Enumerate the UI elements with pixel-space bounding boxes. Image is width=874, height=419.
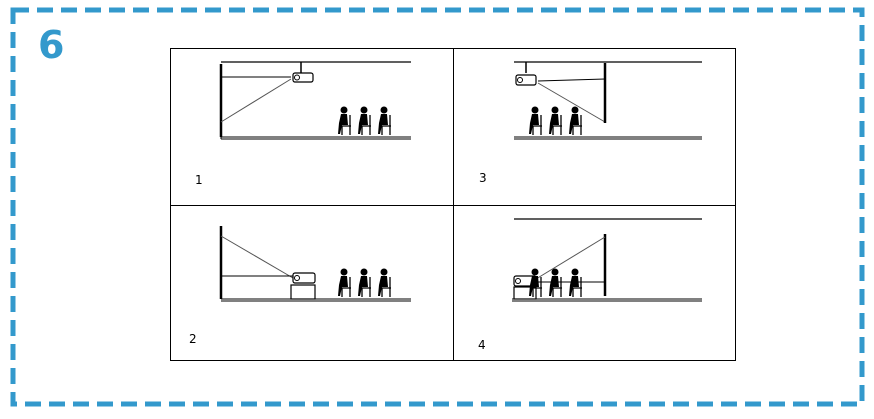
- panel-ceiling-rear: 3: [454, 49, 736, 205]
- projector-icon: [292, 72, 314, 83]
- person-icon: [569, 268, 582, 297]
- projection-setup-grid: 1 3: [170, 48, 736, 361]
- audience-icon: [529, 268, 582, 297]
- person-icon: [358, 106, 371, 135]
- audience-icon: [529, 106, 582, 135]
- audience-icon: [338, 106, 391, 135]
- person-icon: [529, 106, 542, 135]
- panel-4-diagram: [512, 218, 702, 302]
- person-icon: [378, 268, 391, 297]
- audience-icon: [338, 268, 391, 297]
- person-icon: [569, 106, 582, 135]
- panel-label: 3: [479, 171, 487, 185]
- panel-3-diagram: [514, 61, 702, 140]
- grid-divider-horizontal: [171, 205, 735, 206]
- person-icon: [549, 106, 562, 135]
- panel-label: 2: [189, 332, 197, 346]
- projector-icon: [515, 74, 537, 86]
- projector-icon: [292, 272, 316, 284]
- panel-table-front: 2: [171, 206, 453, 362]
- panel-label: 4: [478, 338, 486, 352]
- panel-2-diagram: [219, 226, 411, 302]
- person-icon: [378, 106, 391, 135]
- person-icon: [358, 268, 371, 297]
- person-icon: [529, 268, 542, 297]
- person-icon: [338, 268, 351, 297]
- grid-divider-vertical: [453, 49, 454, 360]
- person-icon: [549, 268, 562, 297]
- step-number: 6: [38, 23, 65, 67]
- person-icon: [338, 106, 351, 135]
- panel-label: 1: [195, 173, 203, 187]
- panel-table-rear: 4: [454, 206, 736, 362]
- table-icon: [290, 284, 316, 300]
- panel-1-diagram: [219, 61, 411, 140]
- panel-ceiling-front: 1: [171, 49, 453, 205]
